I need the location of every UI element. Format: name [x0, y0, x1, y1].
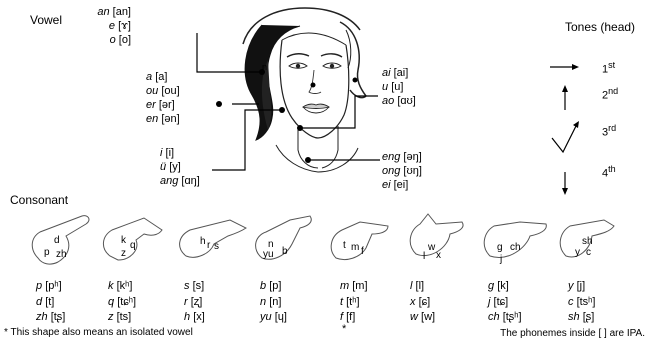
consonant-col-2: k [kʰ] q [tɕʰ] z [ts]	[108, 280, 137, 323]
consonant-col-3: s [s] r [ʐ] h [x]	[184, 280, 205, 323]
hand-1-letter-c: zh	[56, 249, 67, 260]
hand-5-letter-a: t	[343, 240, 346, 251]
hand-4-letter-b: yu	[263, 249, 274, 260]
hand-8-letter-b: y	[575, 247, 580, 258]
hand-5-letter-c: f	[361, 246, 364, 257]
hand-4-letter-c: b	[282, 246, 288, 257]
vowel-group-mid-left: a [a] ou [ou] er [ər] en [ən]	[146, 71, 180, 125]
hand-3-letter-c: s	[214, 241, 219, 252]
face-marker-n: n	[262, 62, 268, 72]
hand-7-letter-c: j	[500, 254, 503, 265]
hand-6-letter-a: w	[428, 242, 436, 253]
hand-6-letter-c: x	[436, 250, 441, 261]
tones-heading: Tones (head)	[565, 20, 636, 34]
consonant-col-8: y [j] c [tsʰ] sh [ʂ]	[568, 280, 596, 323]
tone-4: 4th	[602, 164, 616, 180]
vowel-group-right-bottom: eng [əŋ] ong [ʊŋ] ei [ei]	[382, 151, 422, 191]
consonant-col-5: m [m] t [tʰ] f [f]	[340, 280, 368, 323]
consonant-heading: Consonant	[10, 193, 69, 207]
hand-6-letter-b: l	[423, 251, 426, 262]
vowel-group-right-top: ai [ai] u [u] ao [ɑʊ]	[382, 67, 416, 107]
footnote-left: * This shape also means an isolated vowe…	[4, 327, 193, 338]
consonant-col-6: l [l] x [ɕ] w [w]	[410, 280, 436, 323]
hand-8-letter-c: c	[586, 247, 591, 258]
footnote-right: The phonemes inside [ ] are IPA.	[500, 328, 645, 339]
vowel-group-top: an [an] e [ɤ] o [o]	[97, 6, 131, 46]
hand-2-letter-b: q	[130, 240, 136, 251]
tone-2: 2nd	[602, 86, 619, 102]
hand-2-letter-c: z	[121, 248, 126, 259]
hand-3-letter-a: h	[200, 236, 206, 247]
hand-1-letter-b: p	[44, 247, 50, 258]
asterisk-mark: *	[342, 323, 347, 335]
consonant-col-1: p [pʰ] d [t] zh [tʂ]	[36, 280, 66, 323]
hand-3-letter-b: r	[207, 240, 211, 251]
hand-7-letter-a: g	[497, 242, 503, 253]
hand-8-letter-a: sh	[582, 236, 593, 247]
tone-3: 3rd	[602, 123, 617, 139]
hand-5-letter-b: m	[351, 242, 360, 253]
vowel-heading: Vowel	[30, 13, 63, 27]
hand-4-letter-a: n	[268, 239, 274, 250]
consonant-col-4: b [p] n [n] yu [ɥ]	[260, 280, 287, 323]
hand-2-letter-a: k	[121, 235, 126, 246]
vowel-group-low-left: i [i] ü [y] ang [ɑŋ]	[160, 147, 200, 187]
tone-1: 1st	[602, 60, 616, 76]
consonant-col-7: g [k] j [tɕ] ch [tʂʰ]	[488, 280, 522, 323]
hand-7-letter-b: ch	[510, 242, 521, 253]
hand-1-letter-a: d	[54, 235, 60, 246]
